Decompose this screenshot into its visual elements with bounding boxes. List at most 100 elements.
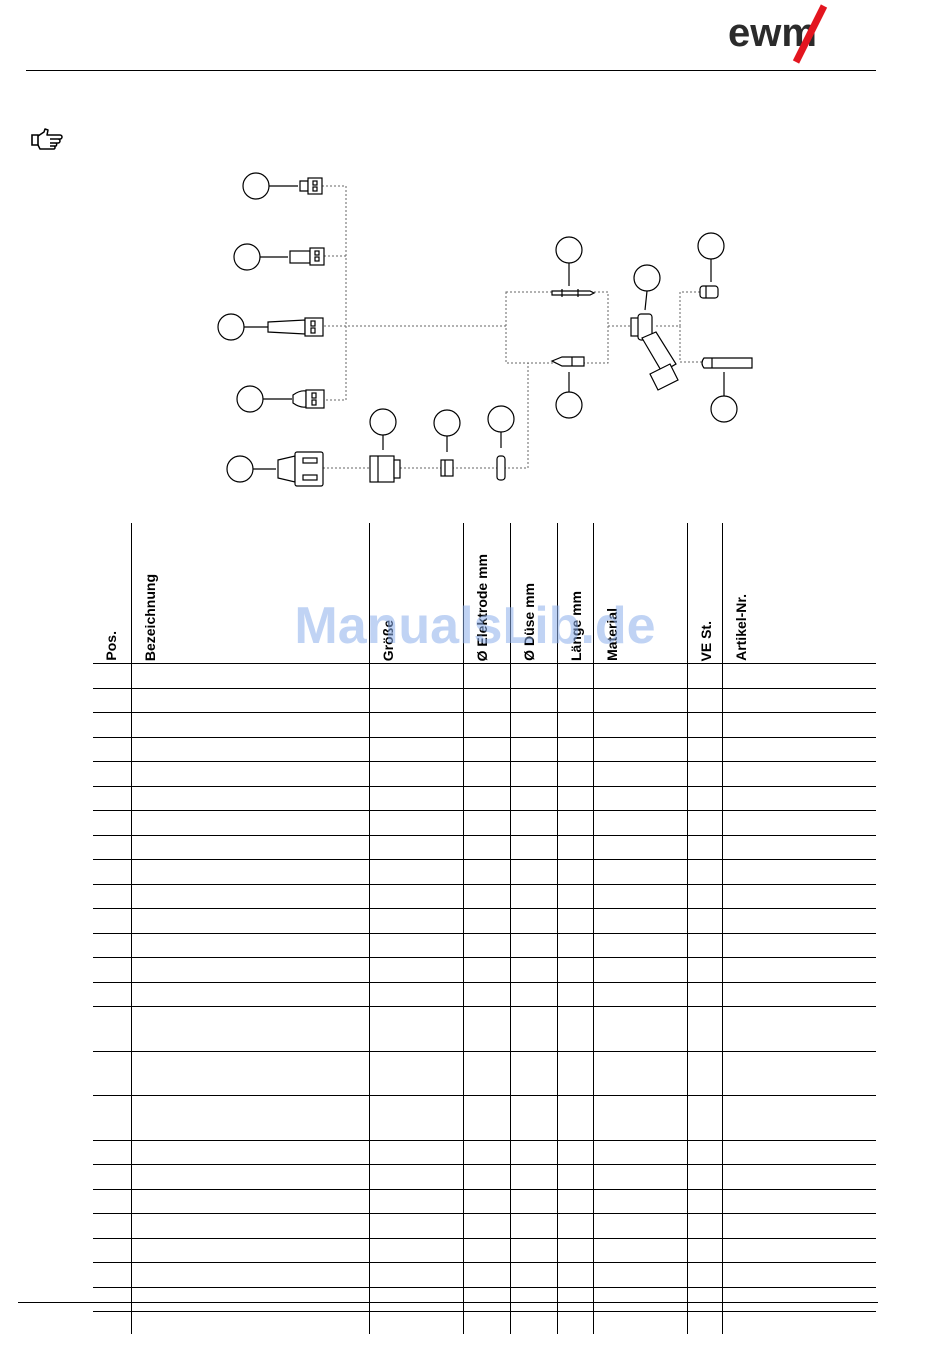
table-cell (592, 688, 687, 713)
table-cell (368, 957, 463, 983)
table-cell (130, 786, 369, 811)
table-cell (93, 761, 131, 787)
table-cell (592, 835, 687, 860)
col-header-bezeichnung: Bezeichnung (130, 523, 369, 664)
table-cell (686, 908, 722, 934)
table-cell (462, 859, 510, 885)
table-row (93, 1164, 876, 1190)
position-callout-6 (369, 408, 397, 436)
table-cell (721, 810, 876, 836)
table-cell (509, 835, 557, 860)
table-cell (462, 1164, 510, 1190)
table-row (93, 761, 876, 787)
table-cell (462, 1140, 510, 1165)
table-cell (130, 1189, 369, 1214)
table-cell (368, 1238, 463, 1263)
table-cell (130, 1311, 369, 1334)
table-cell (130, 1262, 369, 1288)
table-cell (130, 957, 369, 983)
table-cell (721, 1213, 876, 1239)
table-cell (592, 1213, 687, 1239)
table-cell (130, 1238, 369, 1263)
table-cell (368, 688, 463, 713)
table-cell (368, 1095, 463, 1141)
table-cell (509, 1006, 557, 1052)
table-cell (721, 982, 876, 1007)
table-cell (368, 1006, 463, 1052)
table-cell (462, 688, 510, 713)
table-cell (93, 1213, 131, 1239)
table-cell (462, 1287, 510, 1312)
table-cell (556, 1051, 593, 1096)
table-cell (556, 835, 593, 860)
table-cell (93, 1164, 131, 1190)
table-cell (592, 1189, 687, 1214)
table-cell (592, 1164, 687, 1190)
col-header-elektrode: Ø Elektrode mm (462, 523, 510, 664)
table-cell (509, 982, 557, 1007)
table-cell (130, 982, 369, 1007)
table-cell (556, 957, 593, 983)
col-header-material: Material (592, 523, 687, 664)
table-cell (93, 712, 131, 738)
table-row (93, 1006, 876, 1052)
table-cell (368, 761, 463, 787)
table-row (93, 1051, 876, 1096)
table-cell (556, 908, 593, 934)
table-row (93, 908, 876, 934)
col-header-laenge: Länge mm (556, 523, 593, 664)
table-cell (509, 712, 557, 738)
table-cell (93, 933, 131, 958)
table-cell (686, 1051, 722, 1096)
table-cell (368, 1140, 463, 1165)
table-cell (556, 1140, 593, 1165)
table-cell (686, 712, 722, 738)
table-cell (721, 1189, 876, 1214)
pointing-hand-icon (30, 126, 64, 152)
table-cell (368, 1213, 463, 1239)
table-cell (721, 1311, 876, 1334)
table-cell (592, 786, 687, 811)
table-cell (592, 982, 687, 1007)
table-cell (509, 737, 557, 762)
table-cell (721, 884, 876, 909)
table-cell (509, 933, 557, 958)
table-cell (368, 1262, 463, 1288)
table-cell (592, 737, 687, 762)
position-callout-12 (697, 232, 725, 260)
col-header-groesse: Größe (368, 523, 463, 664)
table-cell (93, 1006, 131, 1052)
table-cell (556, 688, 593, 713)
table-cell (509, 1262, 557, 1288)
position-callout-1 (242, 172, 270, 200)
table-cell (130, 810, 369, 836)
table-cell (686, 810, 722, 836)
table-cell (130, 761, 369, 787)
table-row (93, 1262, 876, 1288)
table-cell (130, 933, 369, 958)
table-cell (556, 859, 593, 885)
table-cell (721, 712, 876, 738)
table-cell (592, 933, 687, 958)
table-cell (462, 761, 510, 787)
table-cell (686, 1140, 722, 1165)
table-cell (462, 1262, 510, 1288)
table-cell (686, 1287, 722, 1312)
table-cell (368, 982, 463, 1007)
table-cell (721, 663, 876, 689)
table-cell (462, 1238, 510, 1263)
table-cell (462, 737, 510, 762)
table-cell (556, 884, 593, 909)
table-cell (130, 737, 369, 762)
table-cell (721, 957, 876, 983)
table-cell (721, 1051, 876, 1096)
table-cell (130, 663, 369, 689)
table-cell (368, 859, 463, 885)
table-cell (130, 1006, 369, 1052)
table-cell (368, 1311, 463, 1334)
parts-table: Pos. Bezeichnung Größe Ø Elektrode mm Ø … (93, 523, 876, 1334)
table-cell (509, 1213, 557, 1239)
table-cell (721, 859, 876, 885)
table-cell (592, 663, 687, 689)
table-cell (509, 957, 557, 983)
